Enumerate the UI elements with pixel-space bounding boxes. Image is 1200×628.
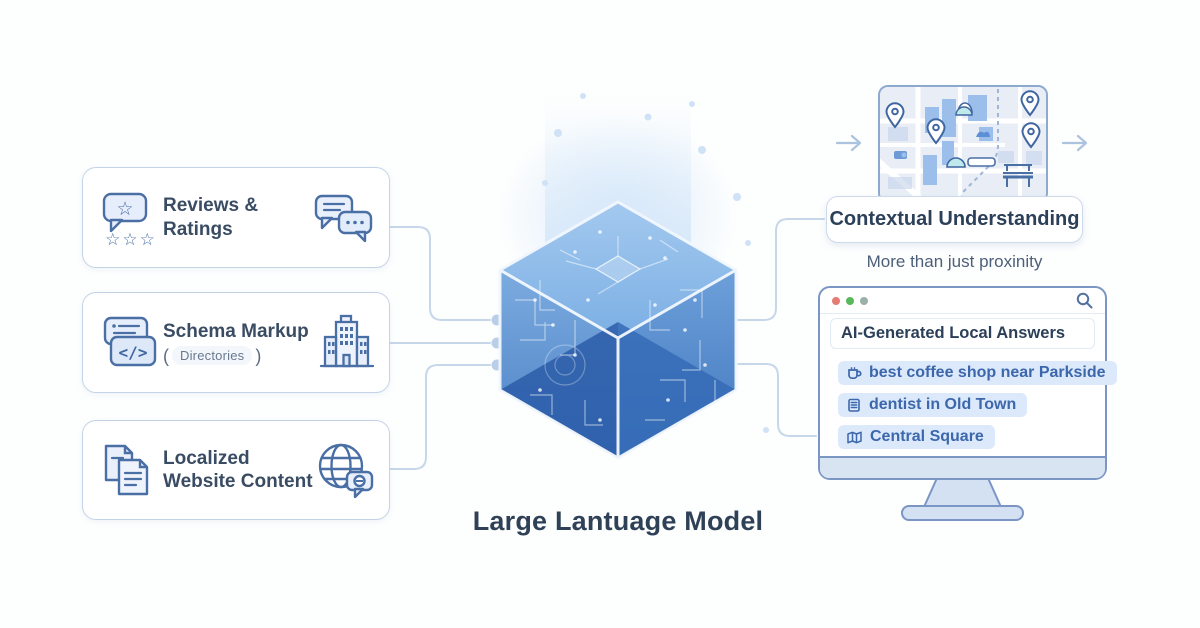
folded-map-icon bbox=[847, 431, 862, 443]
map-pin-icons bbox=[885, 90, 1041, 149]
answers-heading: AI-Generated Local Answers bbox=[830, 318, 1095, 349]
map-blocks bbox=[888, 127, 1042, 189]
answer-chip: dentist in Old Town bbox=[838, 393, 1028, 417]
search-icon bbox=[1076, 292, 1093, 309]
code-schema-icon: </> bbox=[99, 313, 161, 373]
card-subtitle: ( Directories ) bbox=[163, 345, 262, 366]
card-title: Schema Markup bbox=[163, 320, 309, 342]
review-star-bubble-icon: ☆ ☆☆☆ bbox=[99, 189, 157, 247]
card-title: Localized Website Content bbox=[163, 447, 313, 492]
bench-icon bbox=[1003, 164, 1033, 187]
monitor-bezel bbox=[820, 456, 1105, 478]
llm-cube-illustration bbox=[498, 200, 738, 460]
circuit-nodes bbox=[533, 230, 724, 422]
window-dot-red-icon bbox=[832, 296, 840, 305]
code-glyph-icon: </> bbox=[119, 343, 148, 362]
diagram-title: Large Lantuage Model bbox=[472, 506, 764, 536]
context-label: Contextual Understanding bbox=[829, 208, 1080, 230]
arrow-right-icon-left bbox=[835, 134, 862, 152]
stars-row-icon: ☆☆☆ bbox=[105, 230, 157, 247]
input-card-reviews-ratings: ☆ ☆☆☆ Reviews & Ratings bbox=[82, 167, 390, 268]
map-landmarks bbox=[894, 102, 996, 168]
coffee-cup-icon bbox=[848, 367, 862, 380]
chat-bubbles-icon bbox=[313, 192, 375, 244]
context-subtitle: More than just proxinity bbox=[866, 252, 1043, 271]
circuit-lines bbox=[515, 236, 716, 426]
window-dot-gray-icon bbox=[860, 296, 868, 305]
cube-edges bbox=[498, 200, 738, 460]
connector-lines bbox=[389, 218, 825, 470]
answer-chip: Central Square bbox=[838, 425, 995, 449]
results-monitor: AI-Generated Local Answers best coffee s… bbox=[818, 286, 1117, 480]
documents-icon bbox=[99, 440, 157, 500]
input-card-schema-markup: </> Schema Markup ( Directories ) bbox=[82, 292, 390, 393]
browser-content: AI-Generated Local Answers best coffee s… bbox=[830, 318, 1117, 452]
input-card-localized-content: Localized Website Content bbox=[82, 420, 390, 520]
answer-chips: best coffee shop near Parkside dentist i… bbox=[838, 361, 1117, 449]
answer-chip: best coffee shop near Parkside bbox=[838, 361, 1117, 385]
arrow-right-icon-right bbox=[1061, 134, 1088, 152]
map-dashed-road bbox=[958, 89, 999, 201]
card-title: Reviews & Ratings bbox=[163, 195, 259, 240]
globe-chat-icon bbox=[315, 440, 375, 500]
context-understanding-card: Contextual Understanding bbox=[826, 196, 1083, 243]
window-dot-green-icon bbox=[846, 296, 854, 305]
notepad-icon bbox=[848, 398, 860, 412]
star-icon: ☆ bbox=[116, 198, 133, 220]
building-icon bbox=[319, 313, 375, 373]
browser-titlebar bbox=[820, 288, 1105, 314]
city-map-thumbnail bbox=[878, 85, 1048, 203]
monitor-stand bbox=[901, 477, 1024, 521]
